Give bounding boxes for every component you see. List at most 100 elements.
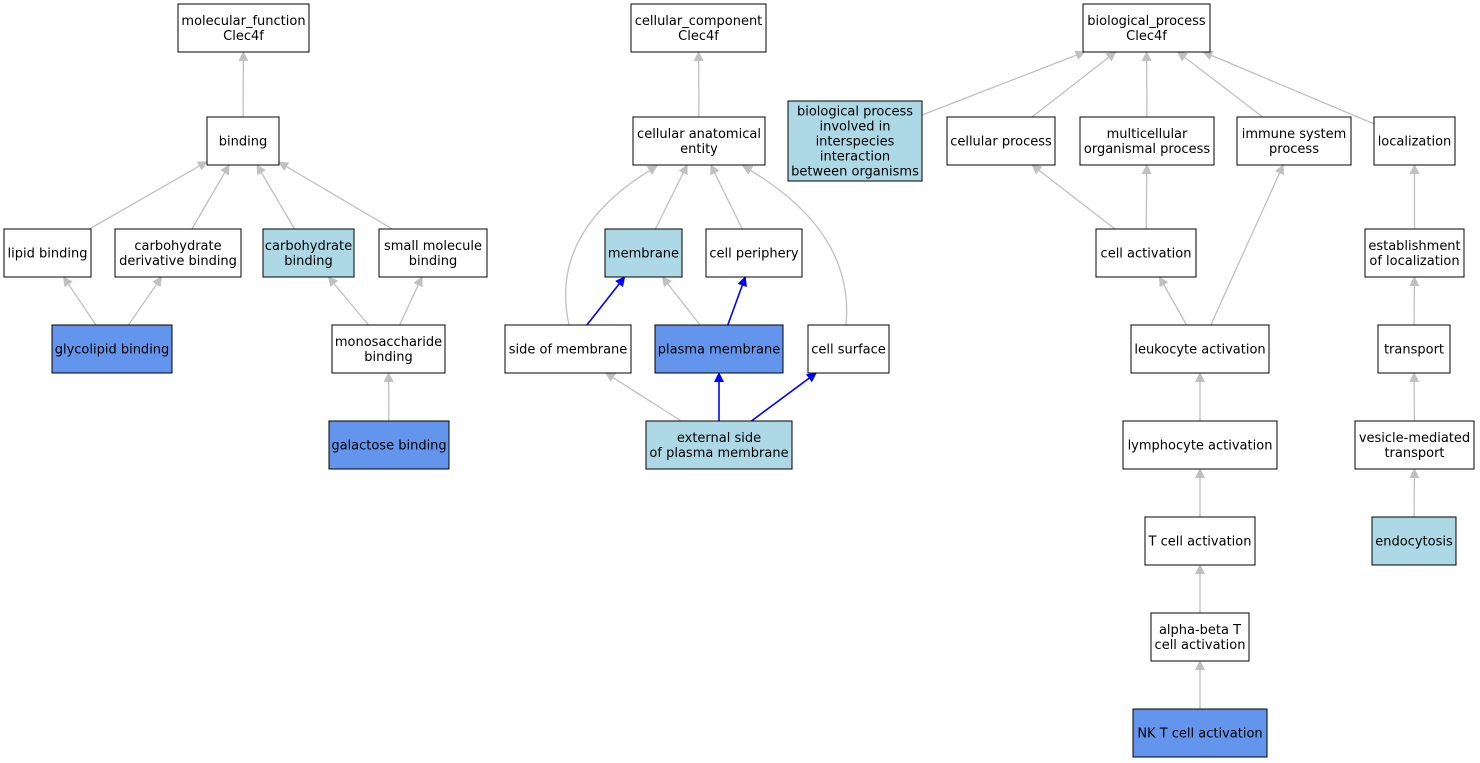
node-membrane[interactable]: membrane xyxy=(604,228,683,278)
node-local[interactable]: localization xyxy=(1373,116,1456,166)
node-label: endocytosis xyxy=(1375,535,1453,550)
node-label: cell activation xyxy=(1101,247,1192,262)
edge-immune-to-bp_root xyxy=(1177,51,1264,118)
node-box xyxy=(1130,324,1270,374)
node-sidemem[interactable]: side of membrane xyxy=(504,324,632,374)
node-cellproc[interactable]: cellular process xyxy=(946,116,1056,166)
node-label: T cell activation xyxy=(1148,535,1252,550)
node-box xyxy=(1122,420,1278,470)
edge-lipid-to-binding xyxy=(89,161,208,230)
node-cellact[interactable]: cell activation xyxy=(1095,228,1197,278)
node-label: between organisms xyxy=(791,165,919,180)
edge-glycolipid-to-lipid xyxy=(63,276,97,326)
edge-leukact-to-immune xyxy=(1210,164,1285,326)
node-label: cell periphery xyxy=(709,247,799,262)
edge-cellper-to-cae xyxy=(710,164,743,230)
node-lipid[interactable]: lipid binding xyxy=(3,228,92,278)
node-galactose[interactable]: galactose binding xyxy=(328,420,450,470)
node-label: biological process xyxy=(797,105,913,120)
node-label: lymphocyte activation xyxy=(1128,439,1273,454)
node-glycolipid[interactable]: glycolipid binding xyxy=(51,324,173,374)
node-label: Clec4f xyxy=(678,29,719,44)
node-box xyxy=(787,100,923,182)
node-box xyxy=(1373,116,1456,166)
node-label: cell surface xyxy=(811,343,886,358)
node-plasmamem[interactable]: plasma membrane xyxy=(654,324,784,374)
node-label: interspecies xyxy=(816,135,895,150)
node-label: of plasma membrane xyxy=(649,446,788,461)
edge-sidemem-to-cae xyxy=(565,165,658,326)
edge-carb-to-binding xyxy=(256,164,296,230)
node-lymphact[interactable]: lymphocyte activation xyxy=(1122,420,1278,470)
edge-interspec-to-bp_root xyxy=(921,50,1086,116)
node-label: cellular anatomical xyxy=(637,127,761,142)
edge-extside-to-cellsurf xyxy=(750,372,817,422)
node-box xyxy=(331,324,446,374)
node-label: interaction xyxy=(820,150,890,165)
node-label: of localization xyxy=(1369,254,1459,269)
node-label: localization xyxy=(1378,135,1452,150)
node-box xyxy=(705,228,803,278)
node-box xyxy=(206,116,280,166)
node-label: cell activation xyxy=(1155,638,1246,653)
node-label: multicellular xyxy=(1107,127,1188,142)
edge-membrane-to-cae xyxy=(654,164,688,230)
node-cellsurf[interactable]: cell surface xyxy=(807,324,890,374)
node-label: leukocyte activation xyxy=(1134,343,1265,358)
node-binding[interactable]: binding xyxy=(206,116,280,166)
edge-layer xyxy=(63,50,1420,709)
node-label: Clec4f xyxy=(223,29,264,44)
node-label: binding xyxy=(364,350,412,365)
node-box xyxy=(807,324,890,374)
node-label: transport xyxy=(1384,446,1444,461)
node-box xyxy=(1095,228,1197,278)
node-tcellact[interactable]: T cell activation xyxy=(1144,516,1256,566)
node-box xyxy=(1144,516,1256,566)
node-leukact[interactable]: leukocyte activation xyxy=(1130,324,1270,374)
edge-cellact-to-cellproc xyxy=(1031,164,1116,230)
node-box xyxy=(3,228,92,278)
edge-smallmol-to-binding xyxy=(278,161,393,230)
node-endocyt[interactable]: endocytosis xyxy=(1371,516,1457,566)
node-label: side of membrane xyxy=(509,343,628,358)
node-box xyxy=(632,116,766,166)
node-box xyxy=(1354,420,1475,470)
edge-cellact-to-multicell xyxy=(1141,164,1152,230)
node-label: small molecule xyxy=(384,239,482,254)
node-box xyxy=(177,3,310,53)
edge-carbderiv-to-binding xyxy=(191,164,230,230)
edge-local-to-bp_root xyxy=(1202,50,1375,125)
node-label: cellular process xyxy=(950,135,1052,150)
edge-monosacch-to-smallmol xyxy=(399,276,423,326)
node-label: biological_process xyxy=(1087,14,1206,29)
node-box xyxy=(1371,516,1457,566)
node-nktcell[interactable]: NK T cell activation xyxy=(1132,708,1268,758)
node-box xyxy=(946,116,1056,166)
node-label: cellular_component xyxy=(635,14,763,29)
node-label: external side xyxy=(677,431,761,446)
node-box xyxy=(654,324,784,374)
node-label: molecular_function xyxy=(181,14,305,29)
node-box xyxy=(604,228,683,278)
node-label: NK T cell activation xyxy=(1137,727,1262,742)
node-transport[interactable]: transport xyxy=(1377,324,1451,374)
node-box xyxy=(1079,116,1215,166)
node-box xyxy=(328,420,450,470)
node-cellper[interactable]: cell periphery xyxy=(705,228,803,278)
